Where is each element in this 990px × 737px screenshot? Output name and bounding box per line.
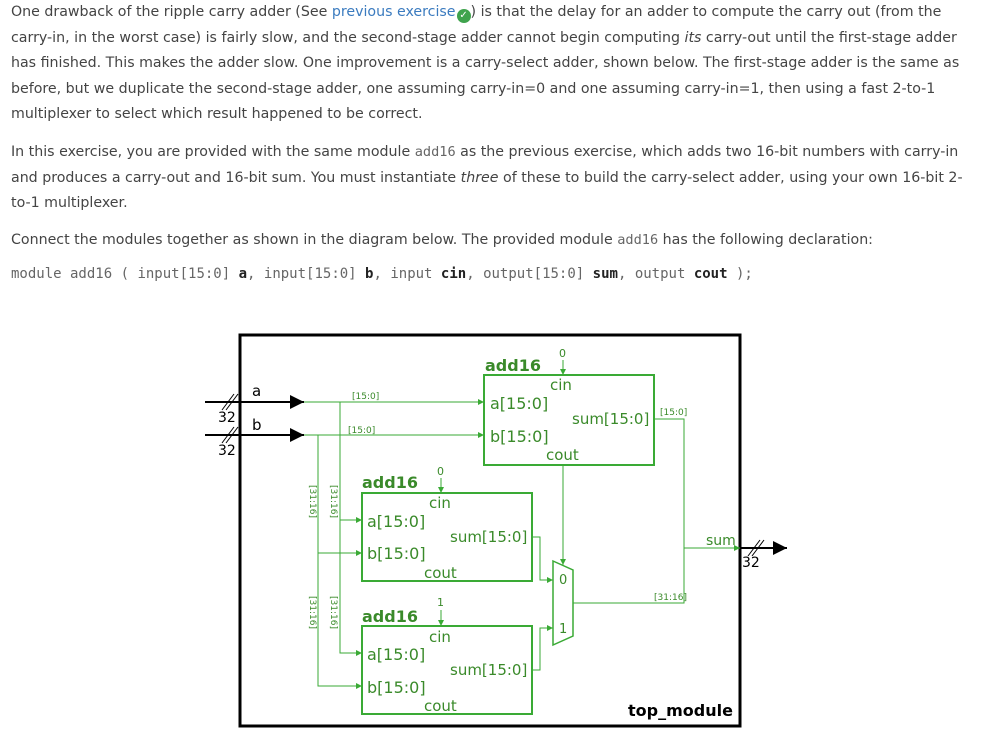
bits-sum-high: [31:16] (654, 593, 687, 603)
mux (552, 559, 574, 647)
adder-mid-a: a[15:0] (367, 512, 425, 531)
top-module-label: top_module (628, 701, 733, 720)
bits-b-low: [15:0] (348, 426, 375, 436)
adder-bot-b: b[15:0] (367, 678, 426, 697)
adder-bot-cout: cout (424, 697, 457, 715)
intro-paragraph-2: In this exercise, you are provided with … (11, 144, 963, 211)
adder-top-cout: cout (546, 446, 579, 464)
adder-mid-cout: cout (424, 564, 457, 582)
bits-b-high-2: [31:16] (307, 596, 317, 629)
adder-top-cin: cin (550, 376, 572, 394)
input-b-label: b (252, 416, 262, 434)
adder-bot-name: add16 (362, 607, 418, 626)
adder-mid-const: 0 (437, 465, 444, 478)
input-a-width: 32 (218, 410, 236, 426)
adder-mid-b: b[15:0] (367, 544, 426, 563)
module-declaration: module add16 ( input[15:0] a, input[15:0… (11, 266, 753, 282)
output-sum-label: sum (706, 533, 736, 549)
bits-a-high-2: [31:16] (328, 596, 338, 629)
adder-top: add16 cin a[15:0] b[15:0] sum[15:0] cout (483, 356, 655, 466)
bits-a-low: [15:0] (352, 392, 379, 402)
bits-a-high-1: [31:16] (328, 485, 338, 518)
adder-top-const: 0 (559, 347, 566, 360)
input-a-label: a (252, 382, 261, 400)
bits-b-high-1: [31:16] (307, 485, 317, 518)
adder-bot-sum: sum[15:0] (450, 661, 527, 679)
mux-in-1: 1 (559, 622, 567, 637)
adder-top-sum: sum[15:0] (572, 410, 649, 428)
adder-top-name: add16 (485, 356, 541, 375)
adder-bot: add16 cin a[15:0] b[15:0] sum[15:0] cout (361, 607, 533, 715)
intro-paragraph-3: Connect the modules together as shown in… (11, 232, 873, 248)
bits-sum-low: [15:0] (660, 408, 687, 418)
adder-mid-name: add16 (362, 473, 418, 492)
output-sum-width: 32 (742, 555, 760, 571)
intro-paragraph-1: One drawback of the ripple carry adder (… (11, 4, 960, 122)
adder-mid-sum: sum[15:0] (450, 528, 527, 546)
adder-top-a: a[15:0] (490, 394, 548, 413)
mux-in-0: 0 (559, 573, 567, 588)
previous-exercise-link[interactable]: previous exercise (331, 4, 456, 20)
adder-bot-const: 1 (437, 596, 444, 609)
adder-mid: add16 cin a[15:0] b[15:0] sum[15:0] cout (361, 473, 533, 582)
adder-bot-a: a[15:0] (367, 645, 425, 664)
input-b-width: 32 (218, 443, 236, 459)
adder-top-b: b[15:0] (490, 427, 549, 446)
adder-mid-cin: cin (429, 494, 451, 512)
top-module-frame (238, 333, 742, 728)
adder-bot-cin: cin (429, 628, 451, 646)
check-circle-icon: ✓ (456, 9, 471, 23)
